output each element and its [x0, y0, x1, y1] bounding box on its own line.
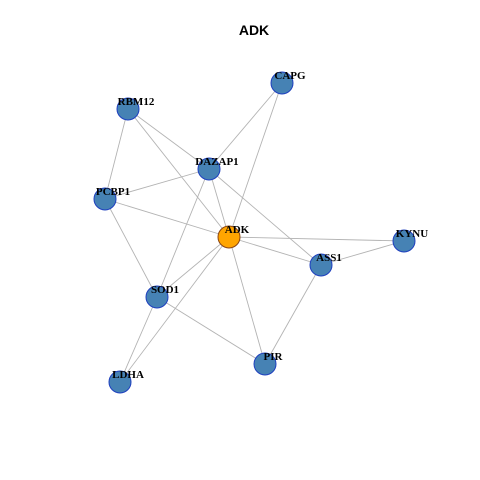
edges-layer: [104, 82, 405, 383]
edge-adk-kynu: [228, 236, 405, 242]
edge-adk-capg: [228, 82, 283, 238]
node-pcbp1: [93, 187, 117, 211]
node-label-sod1: SOD1: [151, 284, 179, 296]
edge-capg-dazap1: [208, 82, 283, 170]
edge-dazap1-pcbp1: [104, 168, 210, 200]
node-label-pcbp1: PCBP1: [96, 186, 130, 198]
edge-sod1-ldha: [119, 296, 158, 383]
edge-adk-rbm12: [127, 108, 230, 238]
graph-title: ADK: [239, 22, 269, 38]
node-sod1: [145, 285, 169, 309]
node-capg: [270, 71, 294, 95]
edge-adk-pir: [228, 236, 266, 365]
node-ass1: [309, 253, 333, 277]
node-adk: [217, 225, 241, 249]
edge-rbm12-dazap1: [127, 108, 210, 170]
node-pir: [253, 352, 277, 376]
edge-kynu-ass1: [320, 240, 405, 266]
nodes-layer: [93, 71, 416, 394]
node-label-adk: ADK: [225, 224, 250, 236]
edge-adk-ass1: [228, 236, 322, 266]
edge-adk-dazap1: [208, 168, 230, 238]
node-ldha: [108, 370, 132, 394]
node-label-capg: CAPG: [274, 70, 306, 82]
node-label-ldha: LDHA: [112, 369, 144, 381]
edge-sod1-pir: [156, 296, 266, 365]
node-dazap1: [197, 157, 221, 181]
edge-adk-pcbp1: [104, 198, 230, 238]
node-label-dazap1: DAZAP1: [195, 156, 238, 168]
edge-ass1-pir: [264, 264, 322, 365]
edge-rbm12-pcbp1: [104, 108, 129, 200]
edge-pcbp1-sod1: [104, 198, 158, 298]
edge-adk-ldha: [119, 236, 230, 383]
node-label-kynu: KYNU: [396, 228, 428, 240]
edge-dazap1-sod1: [156, 168, 210, 298]
node-rbm12: [116, 97, 140, 121]
node-label-ass1: ASS1: [316, 252, 342, 264]
node-label-pir: PIR: [264, 351, 284, 363]
node-label-rbm12: RBM12: [118, 96, 155, 108]
edge-dazap1-ass1: [208, 168, 322, 266]
edge-adk-sod1: [156, 236, 230, 298]
node-kynu: [392, 229, 416, 253]
